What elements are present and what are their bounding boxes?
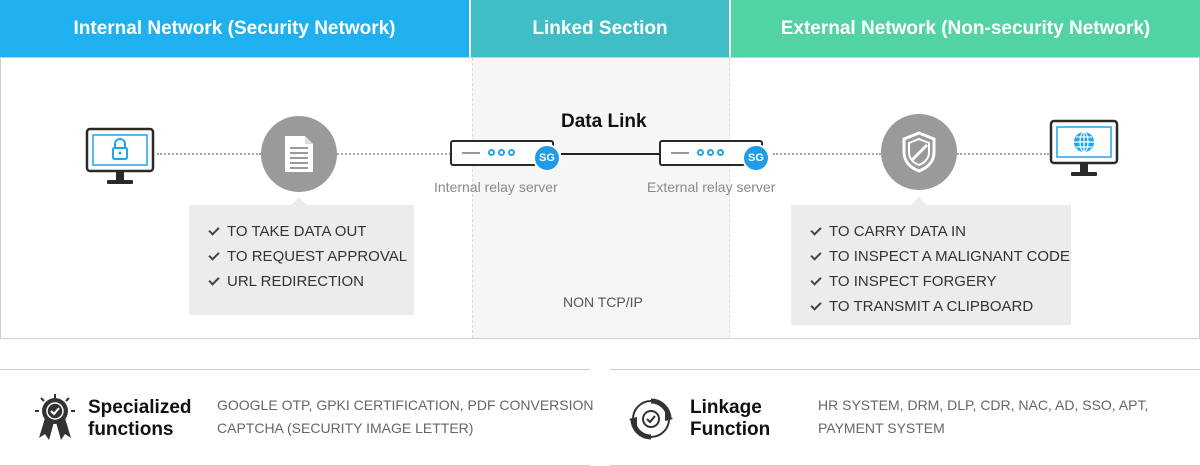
list-item: TO INSPECT FORGERY (810, 269, 1071, 294)
specialized-functions-desc: GOOGLE OTP, GPKI CERTIFICATION, PDF CONV… (217, 397, 594, 436)
linked-zone (472, 58, 730, 338)
award-badge-icon (33, 394, 77, 447)
header-internal-network: Internal Network (Security Network) (0, 0, 469, 57)
check-icon (810, 298, 822, 311)
header-external-network: External Network (Non-security Network) (731, 0, 1200, 57)
list-item: URL REDIRECTION (208, 269, 414, 294)
list-item: TO REQUEST APPROVAL (208, 244, 414, 269)
callout-arrow (910, 197, 928, 206)
divider (0, 369, 590, 370)
non-tcp-label: NON TCP/IP (563, 294, 643, 310)
callout-arrow (290, 197, 308, 206)
sg-badge: SG (533, 144, 561, 172)
connector-line (337, 153, 451, 155)
check-icon (208, 248, 220, 261)
connector-line (157, 153, 261, 155)
list-item: TO CARRY DATA IN (810, 219, 1071, 244)
specialized-functions-title: Specialized functions (88, 397, 192, 440)
document-icon (261, 116, 337, 192)
check-icon (810, 223, 822, 236)
divider (610, 369, 1200, 370)
secure-pc-icon (85, 127, 157, 194)
shield-icon (881, 114, 957, 190)
connector-line (957, 153, 1049, 155)
internal-relay-label: Internal relay server (434, 179, 558, 195)
check-icon (810, 273, 822, 286)
sync-icon (629, 397, 673, 446)
linkage-function-title: Linkage Function (690, 397, 771, 440)
external-functions-list: TO CARRY DATA IN TO INSPECT A MALIGNANT … (791, 205, 1071, 325)
connector-line (773, 153, 881, 155)
external-relay-label: External relay server (647, 179, 776, 195)
internal-functions-list: TO TAKE DATA OUT TO REQUEST APPROVAL URL… (189, 205, 414, 315)
sg-badge: SG (742, 144, 770, 172)
header-linked-section: Linked Section (471, 0, 729, 57)
list-item: TO TRANSMIT A CLIPBOARD (810, 294, 1071, 319)
check-icon (208, 273, 220, 286)
network-diagram: SG Internal relay server Data Link SG Ex… (0, 57, 1200, 339)
internet-pc-icon (1049, 119, 1121, 186)
linkage-function-desc: HR SYSTEM, DRM, DLP, CDR, NAC, AD, SSO, … (818, 397, 1149, 436)
check-icon (810, 248, 822, 261)
list-item: TO TAKE DATA OUT (208, 219, 414, 244)
check-icon (208, 223, 220, 236)
data-link-line (561, 153, 661, 155)
list-item: TO INSPECT A MALIGNANT CODE (810, 244, 1071, 269)
data-link-label: Data Link (561, 111, 647, 132)
